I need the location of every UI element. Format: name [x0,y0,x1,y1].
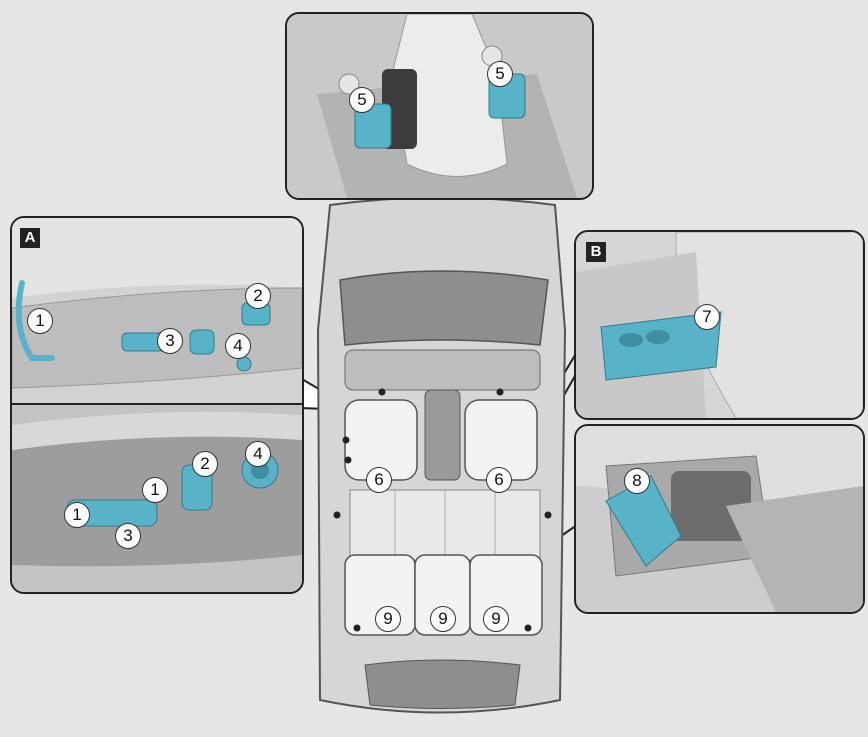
seat-height-switch [189,329,215,355]
callout-6-left: 6 [366,467,392,493]
callout-9-center: 9 [430,606,456,632]
callout-4-closeup: 4 [245,441,271,467]
panel-a-tag: A [20,228,40,248]
callout-3-closeup: 3 [115,523,141,549]
callout-2-a: 2 [245,283,271,309]
callout-2-closeup: 2 [192,451,218,477]
callout-5-left: 5 [349,87,375,113]
lumbar-knob [236,356,252,372]
rear-armrest [600,311,722,381]
callout-4-a: 4 [225,333,251,359]
callout-1-closeup-right: 1 [142,477,168,503]
panel-a-switch-closeup: 1 1 2 3 4 [10,403,304,594]
callout-9-left: 9 [375,606,401,632]
center-console [424,389,461,481]
windshield [339,270,549,346]
panel-b-armrest: B 7 [574,230,865,420]
callout-7: 7 [694,304,720,330]
callout-9-right: 9 [483,606,509,632]
panel-b-tag: B [586,242,606,262]
callout-1-a: 1 [27,308,53,334]
callout-1-closeup-left: 1 [64,502,90,528]
callout-6-right: 6 [486,467,512,493]
panel-seat-release: 8 [574,424,865,614]
seat-slide-lever [15,280,55,361]
callout-5-right: 5 [487,61,513,87]
callout-3-a: 3 [157,328,183,354]
panel-console-shifter: 5 5 [285,12,594,200]
panel-a-seat-side: A 1 2 3 4 [10,216,304,407]
callout-8: 8 [624,468,650,494]
